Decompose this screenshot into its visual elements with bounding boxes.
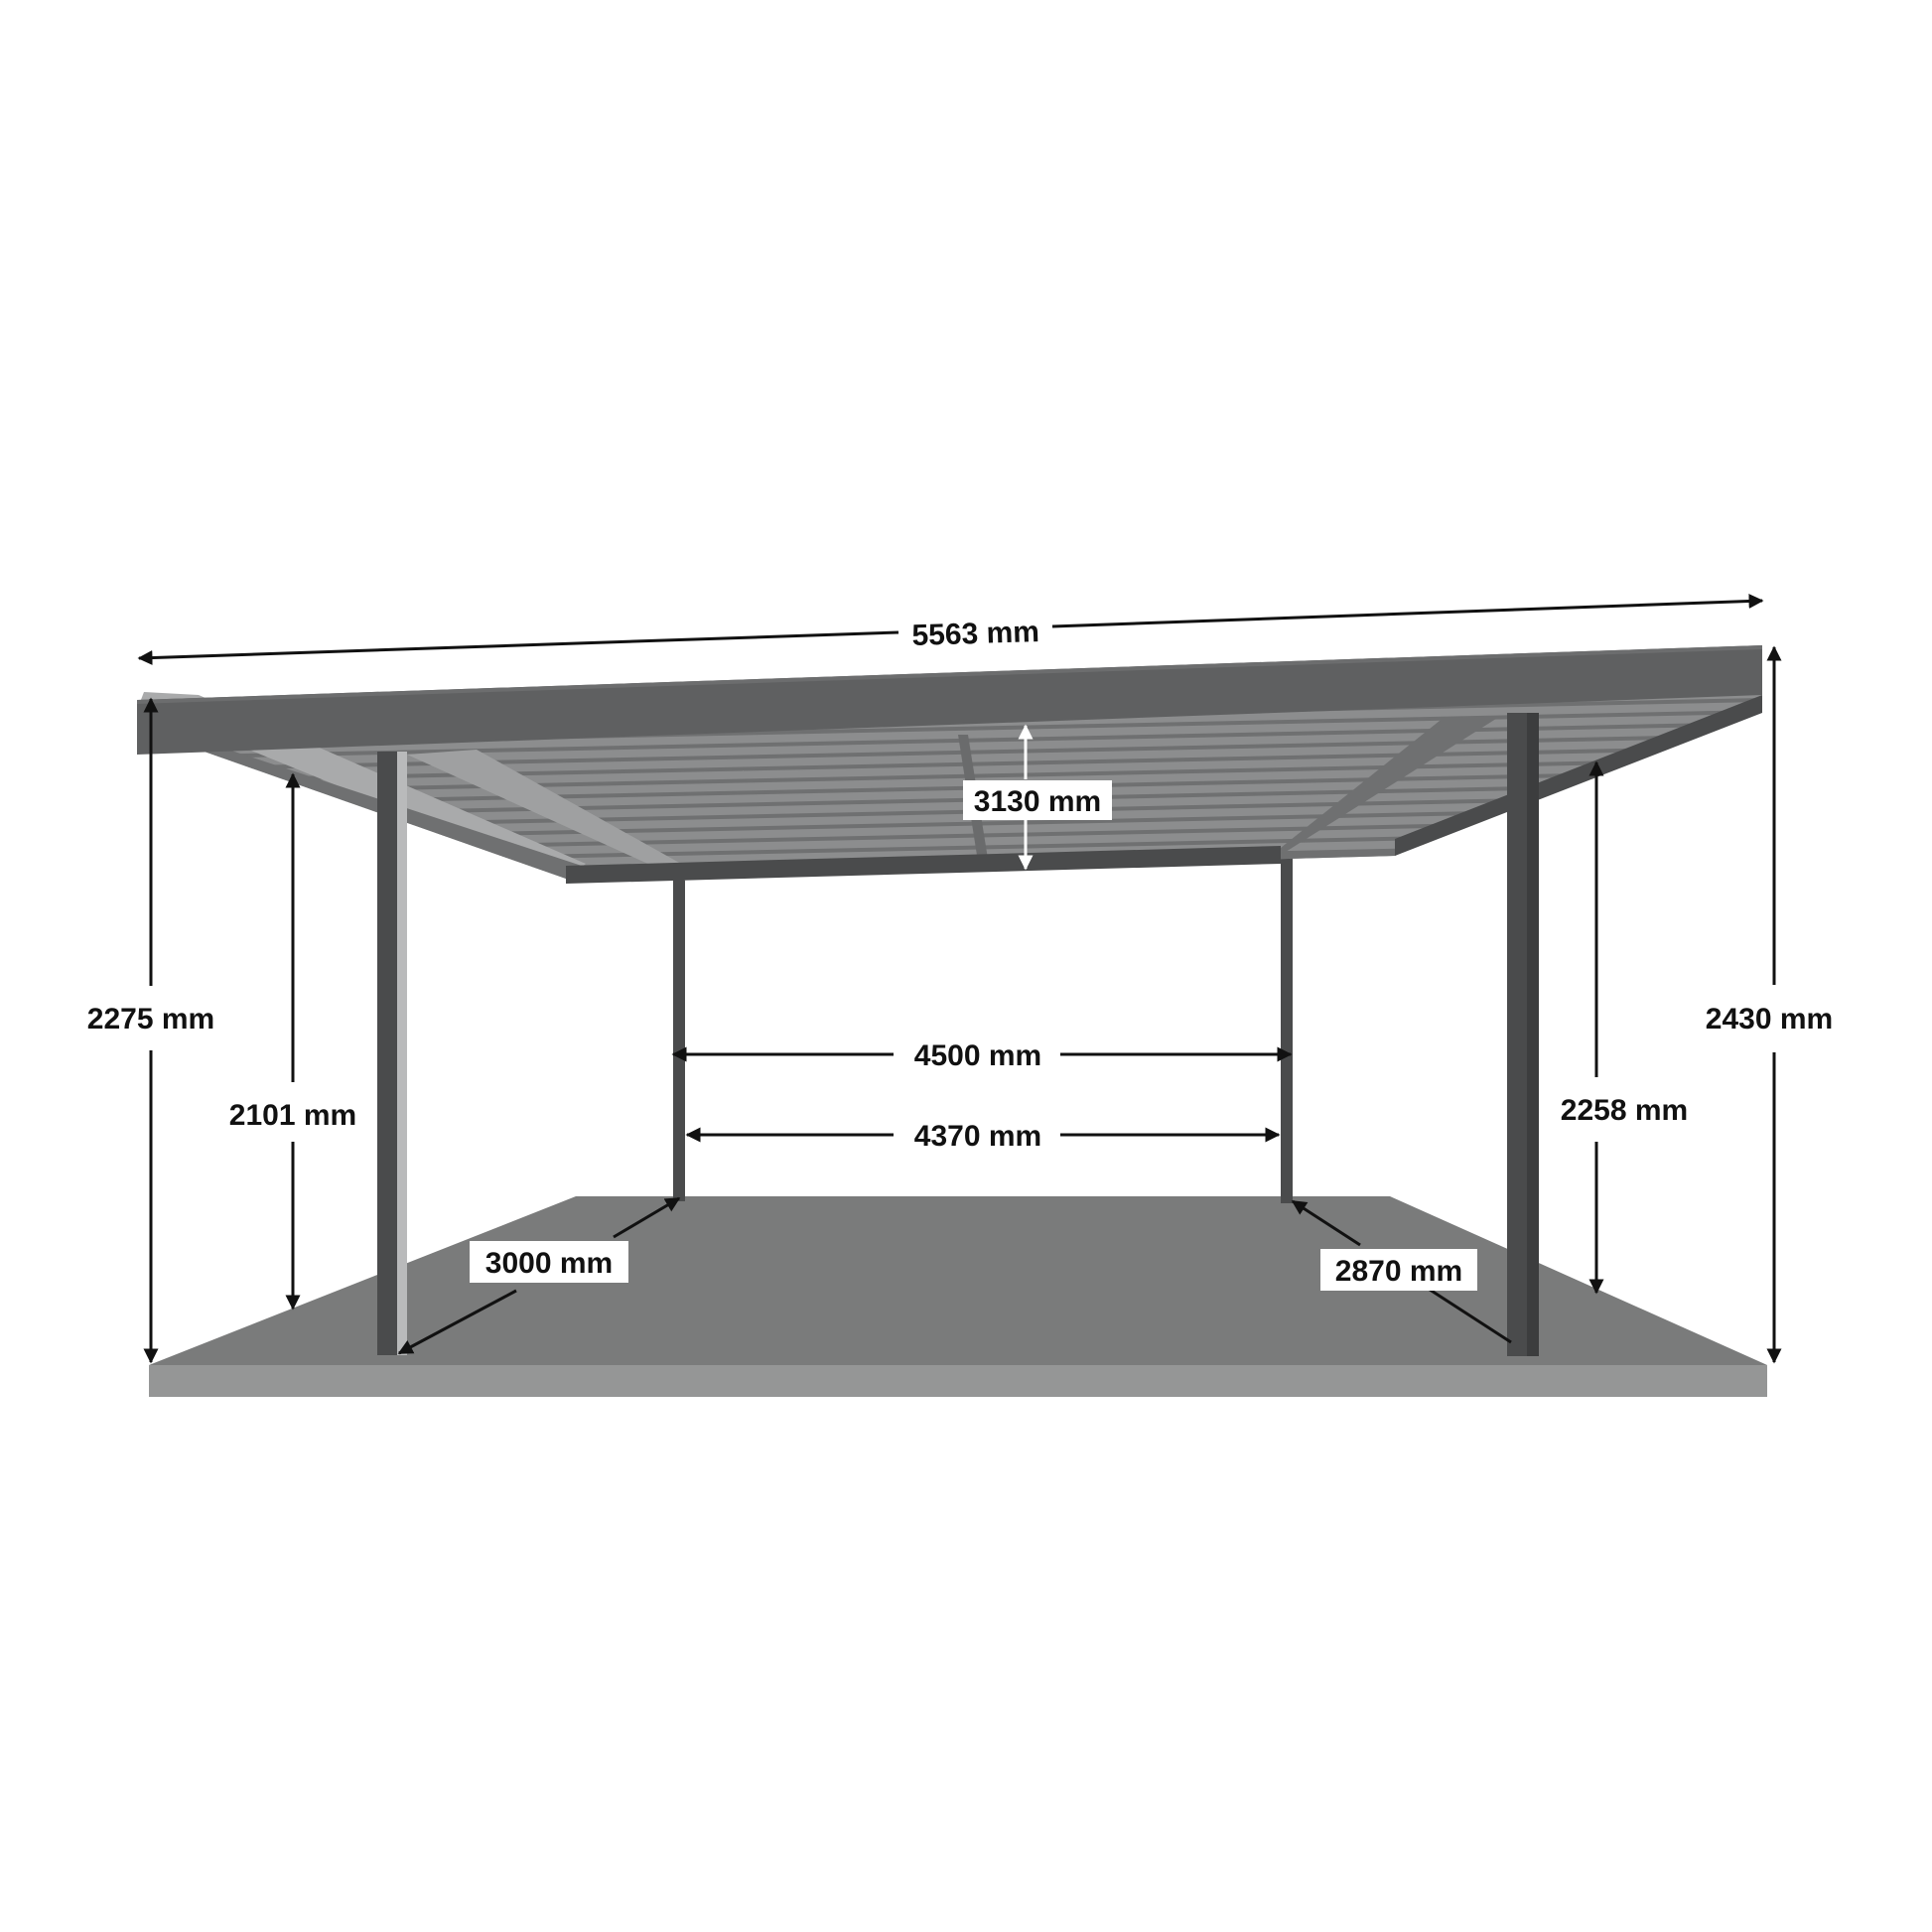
ground-slab	[149, 1196, 1767, 1397]
front-left-post	[377, 752, 407, 1355]
label-left-depth: 3000 mm	[485, 1247, 613, 1280]
width-arrow	[137, 630, 899, 666]
dimension-labels: 5563 mm 2275 mm 2101 mm 3130 mm 4500 mm …	[87, 616, 1833, 1288]
label-right-inner-height: 2258 mm	[1561, 1094, 1688, 1127]
label-roof-depth: 3130 mm	[974, 785, 1101, 818]
right-depth-arrow	[1291, 1199, 1361, 1247]
front-right-post	[1507, 713, 1539, 1356]
label-boxes	[470, 780, 1477, 1291]
left-depth-arrow	[613, 1196, 681, 1239]
label-total-width: 5563 mm	[911, 616, 1039, 652]
back-right-post	[1281, 854, 1293, 1203]
back-left-post	[673, 864, 685, 1201]
label-front-left-height: 2275 mm	[87, 1003, 214, 1035]
label-right-outer-height: 2430 mm	[1706, 1003, 1833, 1035]
dimension-lines	[137, 593, 1782, 1364]
label-inner-left-height: 2101 mm	[229, 1099, 356, 1132]
roof-front-beam	[137, 645, 1762, 755]
label-span-inner: 4370 mm	[914, 1120, 1041, 1153]
label-span-outer: 4500 mm	[914, 1039, 1041, 1072]
label-right-depth: 2870 mm	[1335, 1255, 1462, 1288]
